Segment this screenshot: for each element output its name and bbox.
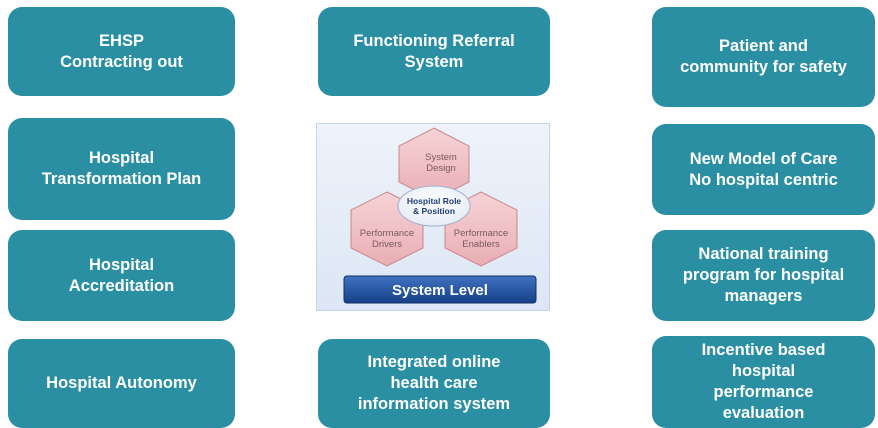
oval-line-2: & Position [413, 206, 455, 216]
tile-line: performance [713, 383, 814, 401]
tile-line: Accreditation [68, 276, 175, 295]
tile-line: Transformation Plan [41, 170, 202, 188]
tile-line: program for hospital [682, 266, 845, 284]
tile-incentive-performance-evaluation: Incentive based hospital performance eva… [652, 336, 875, 428]
hex-left-line-1: Performance [360, 228, 414, 239]
tile-ehsp-contracting-out: EHSP Contracting out [8, 7, 235, 96]
tile-line: EHSP [99, 31, 144, 50]
system-level-label: System Level [392, 282, 488, 299]
tile-national-training-program: National training program for hospital m… [652, 230, 875, 321]
system-level-banner [343, 275, 537, 304]
tile-line: Integrated online [367, 353, 501, 371]
hex-top-line-1: System [425, 152, 457, 163]
hexagon-diagram-graphic: System Design Performance Drivers Perfor… [343, 127, 537, 304]
tile-line: Functioning Referral [353, 31, 515, 50]
tile-hospital-transformation-plan: Hospital Transformation Plan [8, 118, 235, 220]
tile-hospital-accreditation: Hospital Accreditation [8, 230, 235, 321]
tile-line: community for safety [680, 58, 847, 76]
oval-line-1: Hospital Role [407, 196, 462, 206]
tile-line: No hospital centric [689, 170, 838, 189]
tile-line: Hospital [88, 149, 155, 167]
tile-line: New Model of Care [689, 149, 838, 168]
tile-line: Patient and [719, 37, 808, 55]
tile-line: National training [698, 245, 829, 263]
hex-top-line-2: Design [426, 163, 456, 174]
tile-line: information system [357, 395, 511, 413]
tile-hospital-autonomy: Hospital Autonomy [8, 339, 235, 428]
tile-new-model-of-care: New Model of Care No hospital centric [652, 124, 875, 215]
hex-left-line-2: Drivers [372, 239, 402, 250]
tile-integrated-online-his: Integrated online health care informatio… [318, 339, 550, 428]
tile-line: Incentive based [701, 341, 826, 359]
tile-line: managers [724, 287, 803, 305]
tile-line: Contracting out [60, 52, 183, 71]
center-oval [397, 185, 471, 227]
tile-line: Hospital Autonomy [46, 374, 197, 392]
tile-functioning-referral-system: Functioning Referral System [318, 7, 550, 96]
tile-patient-community-safety: Patient and community for safety [652, 7, 875, 107]
tile-line: Hospital [88, 255, 155, 274]
hex-right-line-2: Enablers [462, 239, 500, 250]
hex-right-line-1: Performance [454, 228, 508, 239]
tile-line: System [404, 52, 464, 71]
tile-line: evaluation [722, 404, 805, 422]
tile-line: hospital [731, 362, 796, 380]
tile-line: health care [390, 374, 478, 392]
system-level-diagram: System Design Performance Drivers Perfor… [316, 123, 550, 311]
